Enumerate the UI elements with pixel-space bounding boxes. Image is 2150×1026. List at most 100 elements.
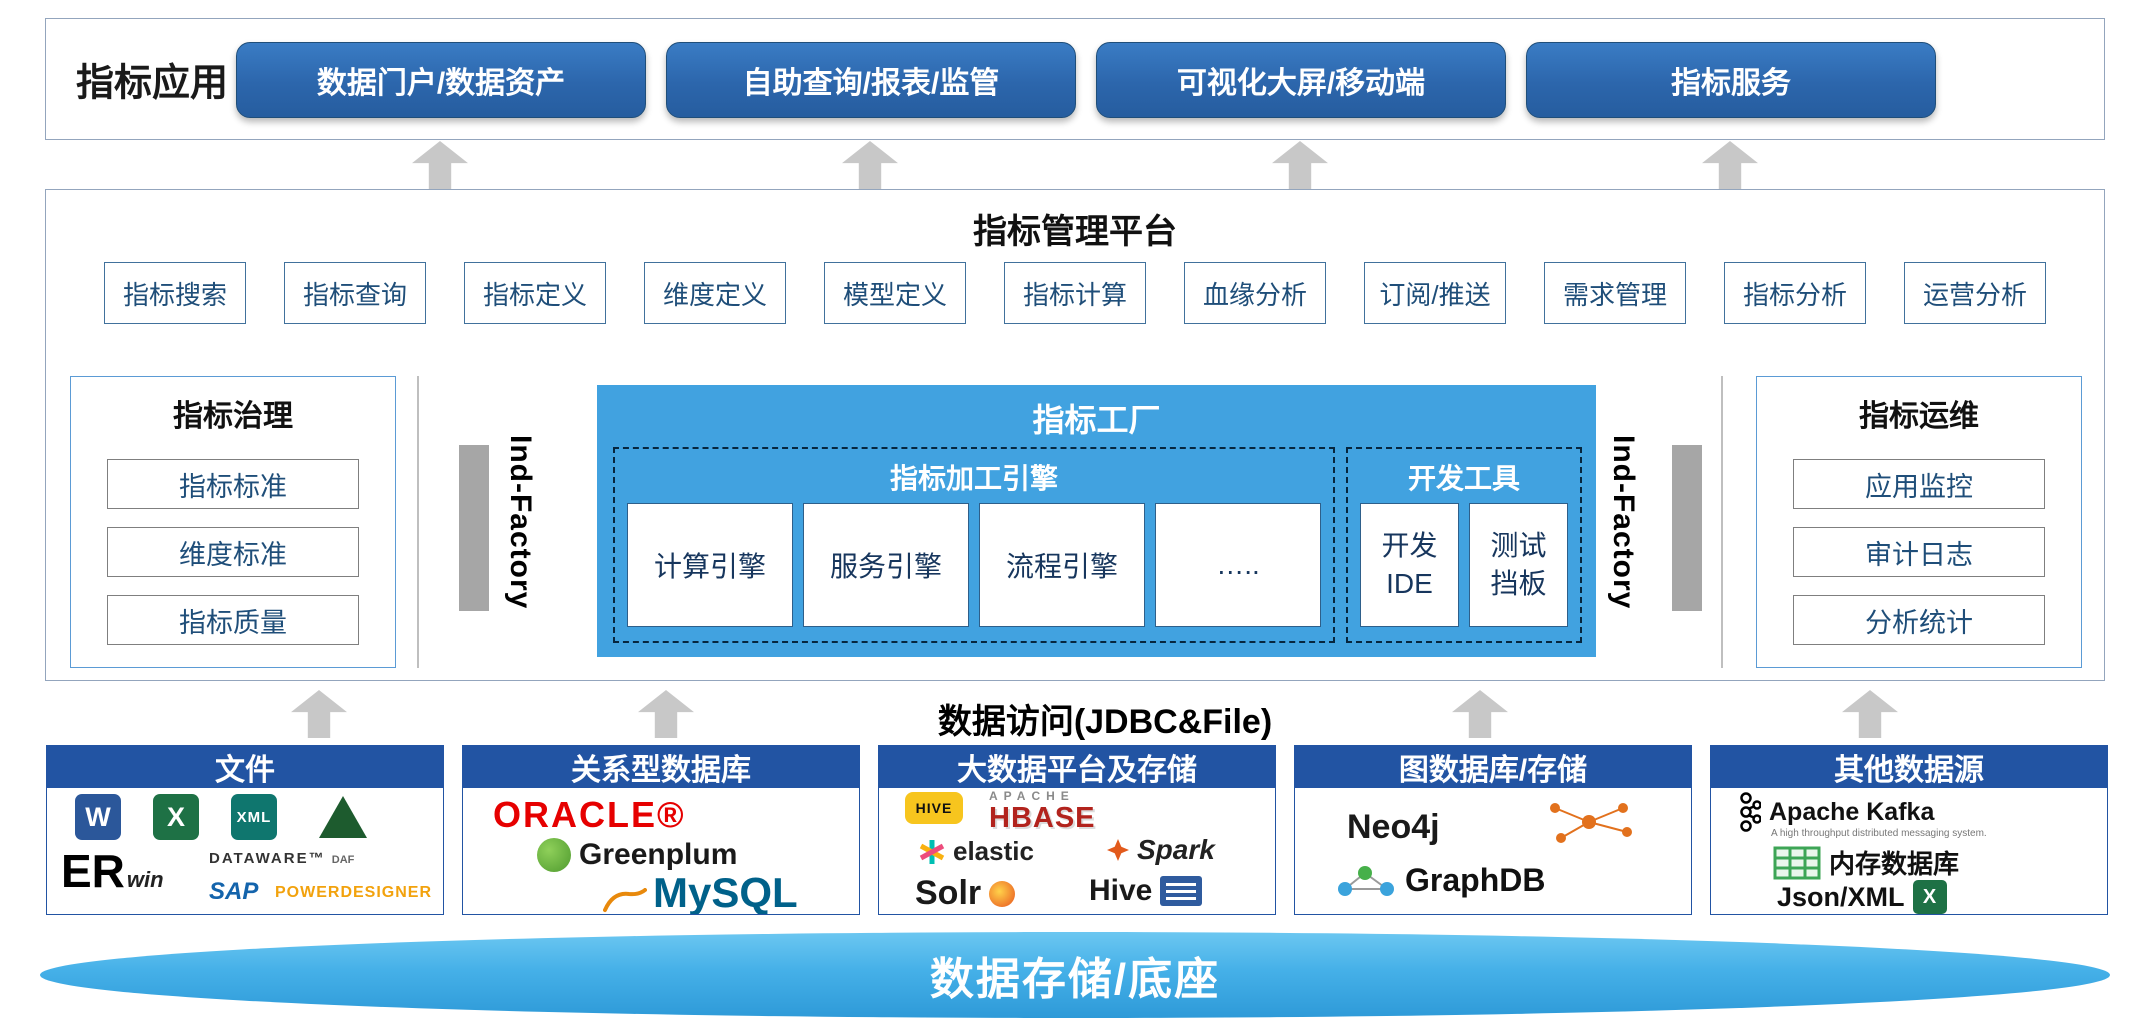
solr-logo: Solr (915, 874, 1016, 913)
spark-logo: Spark (1107, 834, 1215, 866)
devtool-ide-line1: 开发 (1381, 530, 1438, 562)
feature-subscribe: 订阅/推送 (1364, 262, 1506, 324)
source-graph: 图数据库/存储 Neo4j (1294, 745, 1692, 915)
erwin-logo-win: win (126, 867, 164, 892)
excel-icon: X (153, 794, 199, 840)
engine-group: 指标加工引擎 计算引擎 服务引擎 流程引擎 ….. (613, 447, 1335, 643)
elastic-word: elastic (953, 836, 1034, 866)
source-bigdata: 大数据平台及存储 HIVE APACHE HBASE elastic Spark (878, 745, 1276, 915)
devtools-row: 开发 IDE 测试 挡板 (1360, 503, 1568, 627)
divider-line-right (1721, 376, 1723, 668)
divider-line-left (417, 376, 419, 668)
word-icon: W (75, 794, 121, 840)
devtool-mock-line2: 挡板 (1490, 568, 1547, 599)
ind-factory-label-right: Ind-Factory (1607, 434, 1640, 610)
platform-title: 指标管理平台 (973, 213, 1177, 251)
feature-operation-analysis: 运营分析 (1904, 262, 2046, 324)
spark-star-icon (1107, 839, 1129, 861)
feature-lineage: 血缘分析 (1184, 262, 1326, 324)
kafka-logo: Apache Kafka (1737, 792, 1934, 832)
app-button-dashboard: 可视化大屏/移动端 (1096, 42, 1506, 118)
elastic-logo: elastic (919, 836, 1034, 867)
data-access-label: 数据访问(JDBC&File) (937, 703, 1273, 741)
engine-compute: 计算引擎 (627, 503, 793, 627)
app-button-self-query: 自助查询/报表/监管 (666, 42, 1076, 118)
up-arrow (1702, 141, 1758, 189)
source-relational-body: ORACLE® Greenplum MySQL (463, 788, 859, 914)
feature-dimension: 维度定义 (644, 262, 786, 324)
jsonxml-logo: Json/XML X (1777, 880, 1947, 914)
greenplum-word: Greenplum (579, 838, 738, 871)
engine-more: ….. (1155, 503, 1321, 627)
operations-panel: 指标运维 应用监控 审计日志 分析统计 (1756, 376, 2082, 668)
solr-sun-icon (989, 880, 1016, 907)
green-pyramid-icon (319, 796, 367, 838)
erwin-logo: ER win (61, 848, 164, 894)
dataware-logo: DATAWARE™ DAF (209, 850, 354, 867)
hive-badge-icon: HIVE (905, 792, 963, 824)
mysql-dolphin-icon (603, 888, 647, 912)
app-layer-label: 指标应用 (76, 62, 229, 105)
neo4j-logo: Neo4j (1347, 808, 1440, 846)
elastic-icon (919, 839, 945, 864)
up-arrow (412, 141, 468, 189)
engine-service: 服务引擎 (803, 503, 969, 627)
app-button-indicator-service: 指标服务 (1526, 42, 1936, 118)
up-arrow (1272, 141, 1328, 189)
ops-item-audit-log: 审计日志 (1793, 527, 2045, 577)
green-table-icon (1773, 846, 1821, 879)
factory-title: 指标工厂 (1032, 402, 1161, 438)
kafka-tagline: A high throughput distributed messaging … (1771, 828, 1987, 839)
hive-word: Hive (1089, 874, 1153, 907)
source-graph-body: Neo4j (1295, 788, 1691, 914)
hbase-word: HBASE (989, 801, 1096, 834)
hive-doc-icon (1160, 876, 1203, 906)
operations-items: 应用监控 审计日志 分析统计 (1757, 459, 2081, 645)
hbase-apache-word: APACHE (989, 789, 1075, 803)
spark-word: Spark (1137, 834, 1215, 865)
oracle-logo: ORACLE® (493, 794, 686, 835)
up-arrow (842, 141, 898, 189)
dataware-suffix: DAF (331, 854, 355, 866)
solr-word: Solr (915, 874, 982, 912)
engine-row: 计算引擎 服务引擎 流程引擎 ….. (627, 503, 1321, 627)
xml-icon: XML (231, 794, 277, 840)
governance-item-standard: 指标标准 (107, 459, 359, 509)
orange-node-cluster-icon (1550, 803, 1632, 843)
mysql-logo: MySQL (603, 872, 798, 914)
greenplum-logo: Greenplum (537, 838, 737, 872)
governance-item-quality: 指标质量 (107, 595, 359, 645)
platform-layer: 指标管理平台 指标搜索 指标查询 指标定义 维度定义 模型定义 指标计算 血缘分… (45, 189, 2105, 681)
ind-factory-label-left: Ind-Factory (504, 434, 537, 610)
excel-mini-icon: X (1912, 880, 1947, 914)
engine-flow: 流程引擎 (979, 503, 1145, 627)
devtool-ide-line2: IDE (1386, 568, 1433, 599)
molecule-icon (1338, 865, 1394, 896)
source-files-body: W X XML ER win DATAWARE™ DAF SAP POWERDE… (47, 788, 443, 914)
operations-title: 指标运维 (1859, 400, 1979, 433)
source-files-title: 文件 (47, 746, 443, 788)
factory-panel: 指标工厂 指标加工引擎 计算引擎 服务引擎 流程引擎 ….. 开发工具 开发 I… (597, 385, 1596, 657)
jsonxml-word: Json/XML (1777, 881, 1905, 912)
hbase-logo: APACHE HBASE (989, 790, 1096, 833)
ops-item-monitoring: 应用监控 (1793, 459, 2045, 509)
source-relational-title: 关系型数据库 (463, 746, 859, 788)
dataware-word: DATAWARE™ (209, 850, 326, 867)
feature-search: 指标搜索 (104, 262, 246, 324)
feature-demand: 需求管理 (1544, 262, 1686, 324)
memdb-logo: 内存数据库 (1773, 844, 1959, 881)
graphdb-logo: GraphDB (1335, 862, 1545, 899)
feature-analysis: 指标分析 (1724, 262, 1866, 324)
source-other: 其他数据源 Apache Kafka A high throughput dis… (1710, 745, 2108, 915)
storage-label: 数据存储/底座 (929, 955, 1221, 1004)
greenplum-icon (537, 838, 571, 872)
feature-row: 指标搜索 指标查询 指标定义 维度定义 模型定义 指标计算 血缘分析 订阅/推送… (104, 262, 2046, 324)
source-relational: 关系型数据库 ORACLE® Greenplum MySQL (462, 745, 860, 915)
hive-logo: Hive (1089, 874, 1203, 908)
devtool-mock-line1: 测试 (1490, 530, 1547, 562)
governance-items: 指标标准 维度标准 指标质量 (71, 459, 395, 645)
devtool-ide: 开发 IDE (1360, 503, 1459, 627)
source-bigdata-body: HIVE APACHE HBASE elastic Spark (879, 788, 1275, 914)
source-files: 文件 W X XML ER win DATAWARE™ DAF SAP POWE… (46, 745, 444, 915)
